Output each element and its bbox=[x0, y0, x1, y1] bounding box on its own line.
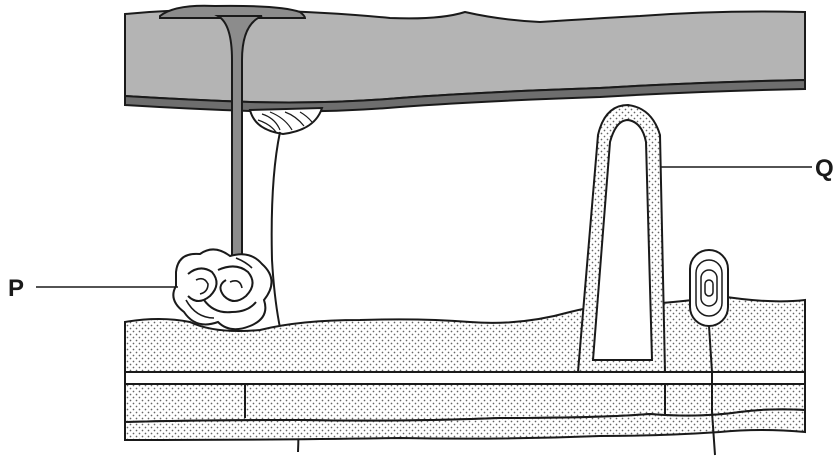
label-q-text: Q bbox=[815, 155, 834, 182]
label-q: Q bbox=[660, 155, 834, 182]
label-p: P bbox=[8, 275, 178, 302]
sweat-gland-coil-body bbox=[173, 249, 271, 329]
capillary-loop bbox=[578, 105, 665, 372]
blood-vessel-channel bbox=[125, 372, 805, 384]
sweat-gland-coil bbox=[173, 249, 271, 329]
label-p-text: P bbox=[8, 275, 24, 302]
